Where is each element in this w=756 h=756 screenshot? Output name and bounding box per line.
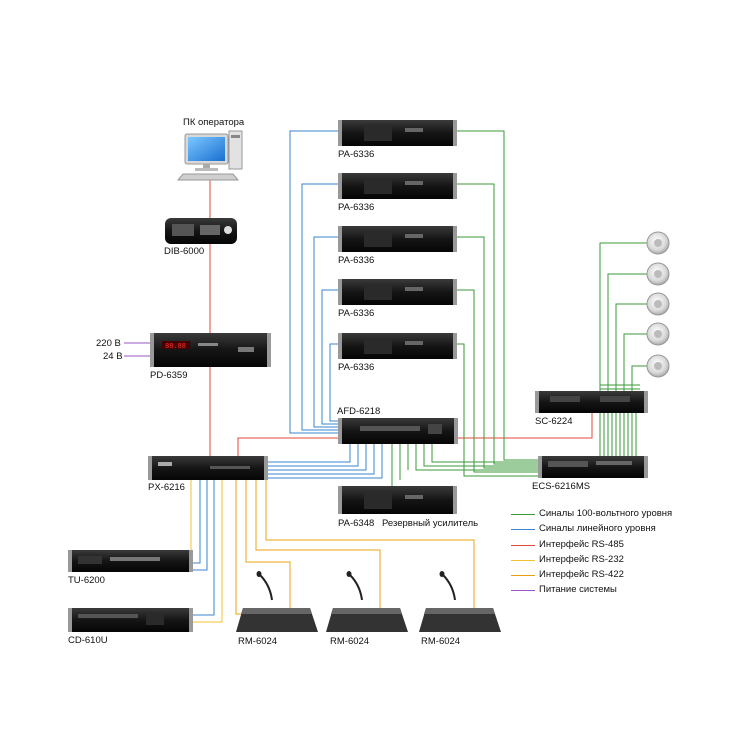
rm-microphone-1 bbox=[236, 571, 318, 632]
pa-6336-3 bbox=[338, 226, 457, 252]
ceiling-speakers bbox=[646, 231, 670, 378]
pd-input-24-label: 24 В bbox=[103, 351, 123, 362]
legend-label: Интерфейс RS-232 bbox=[539, 554, 624, 565]
afd-device bbox=[338, 418, 458, 444]
px-device bbox=[148, 456, 268, 480]
legend-swatch bbox=[511, 590, 535, 591]
speaker-icon bbox=[646, 292, 670, 316]
pa1-label: PA-6336 bbox=[338, 149, 375, 160]
legend-label: Интерфейс RS-422 bbox=[539, 569, 624, 580]
legend-swatch bbox=[511, 575, 535, 576]
tu-device bbox=[68, 550, 193, 572]
pa-reserve-label: PA-6348 bbox=[338, 518, 375, 529]
rs485-wires bbox=[209, 180, 593, 456]
afd-label: AFD-6218 bbox=[337, 406, 381, 417]
legend-label: Синалы 100-вольтного уровня bbox=[539, 508, 673, 519]
legend-label: Питание системы bbox=[539, 584, 617, 595]
rs232-wires bbox=[190, 480, 223, 623]
speaker-icon bbox=[646, 322, 670, 346]
pa4-label: PA-6336 bbox=[338, 308, 375, 319]
pa5-label: PA-6336 bbox=[338, 362, 375, 373]
legend-swatch bbox=[511, 545, 535, 546]
pd-label: PD-6359 bbox=[150, 370, 188, 381]
rm-microphone-3 bbox=[419, 571, 501, 632]
speaker-icon bbox=[646, 231, 670, 255]
pa-6336-5 bbox=[338, 333, 457, 359]
rm3-label: RM-6024 bbox=[421, 636, 461, 647]
rm1-label: RM-6024 bbox=[238, 636, 278, 647]
pa2-label: PA-6336 bbox=[338, 202, 375, 213]
rm2-label: RM-6024 bbox=[330, 636, 370, 647]
pa3-label: PA-6336 bbox=[338, 255, 375, 266]
legend-label: Синалы линейного уровня bbox=[539, 523, 656, 534]
line-level-wires bbox=[193, 130, 383, 616]
tu-label: TU-6200 bbox=[68, 575, 105, 586]
pa-6336-2 bbox=[338, 173, 457, 199]
pa-6348-device bbox=[338, 486, 457, 514]
cd-device bbox=[68, 608, 193, 632]
sc-label: SC-6224 bbox=[535, 416, 573, 427]
rm-microphone-2 bbox=[326, 571, 408, 632]
100v-wires bbox=[391, 130, 648, 486]
pc-operator-label: ПК оператора bbox=[183, 117, 245, 128]
pd-input-220-label: 220 В bbox=[96, 338, 121, 349]
speaker-icon bbox=[646, 262, 670, 286]
pd-device: 88.88 bbox=[150, 333, 271, 367]
px-label: PX-6216 bbox=[148, 482, 185, 493]
ecs-label: ECS-6216MS bbox=[532, 481, 591, 492]
legend-swatch bbox=[511, 529, 535, 530]
dib-label: DIB-6000 bbox=[164, 246, 205, 257]
cd-label: CD-610U bbox=[68, 635, 108, 646]
power-wires bbox=[124, 342, 150, 357]
pa-6336-1 bbox=[338, 120, 457, 146]
pc-operator-icon bbox=[176, 130, 243, 181]
speaker-icon bbox=[646, 354, 670, 378]
ecs-device bbox=[538, 456, 648, 478]
pa-6336-4 bbox=[338, 279, 457, 305]
sc-device bbox=[535, 391, 648, 413]
legend-label: Интерфейс RS-485 bbox=[539, 539, 624, 550]
legend-swatch bbox=[511, 560, 535, 561]
legend-swatch bbox=[511, 514, 535, 515]
reserve-amp-label: Резервный усилитель bbox=[382, 518, 479, 529]
dib-device bbox=[165, 218, 237, 244]
wires bbox=[124, 130, 648, 623]
svg-text:88.88: 88.88 bbox=[165, 343, 186, 351]
